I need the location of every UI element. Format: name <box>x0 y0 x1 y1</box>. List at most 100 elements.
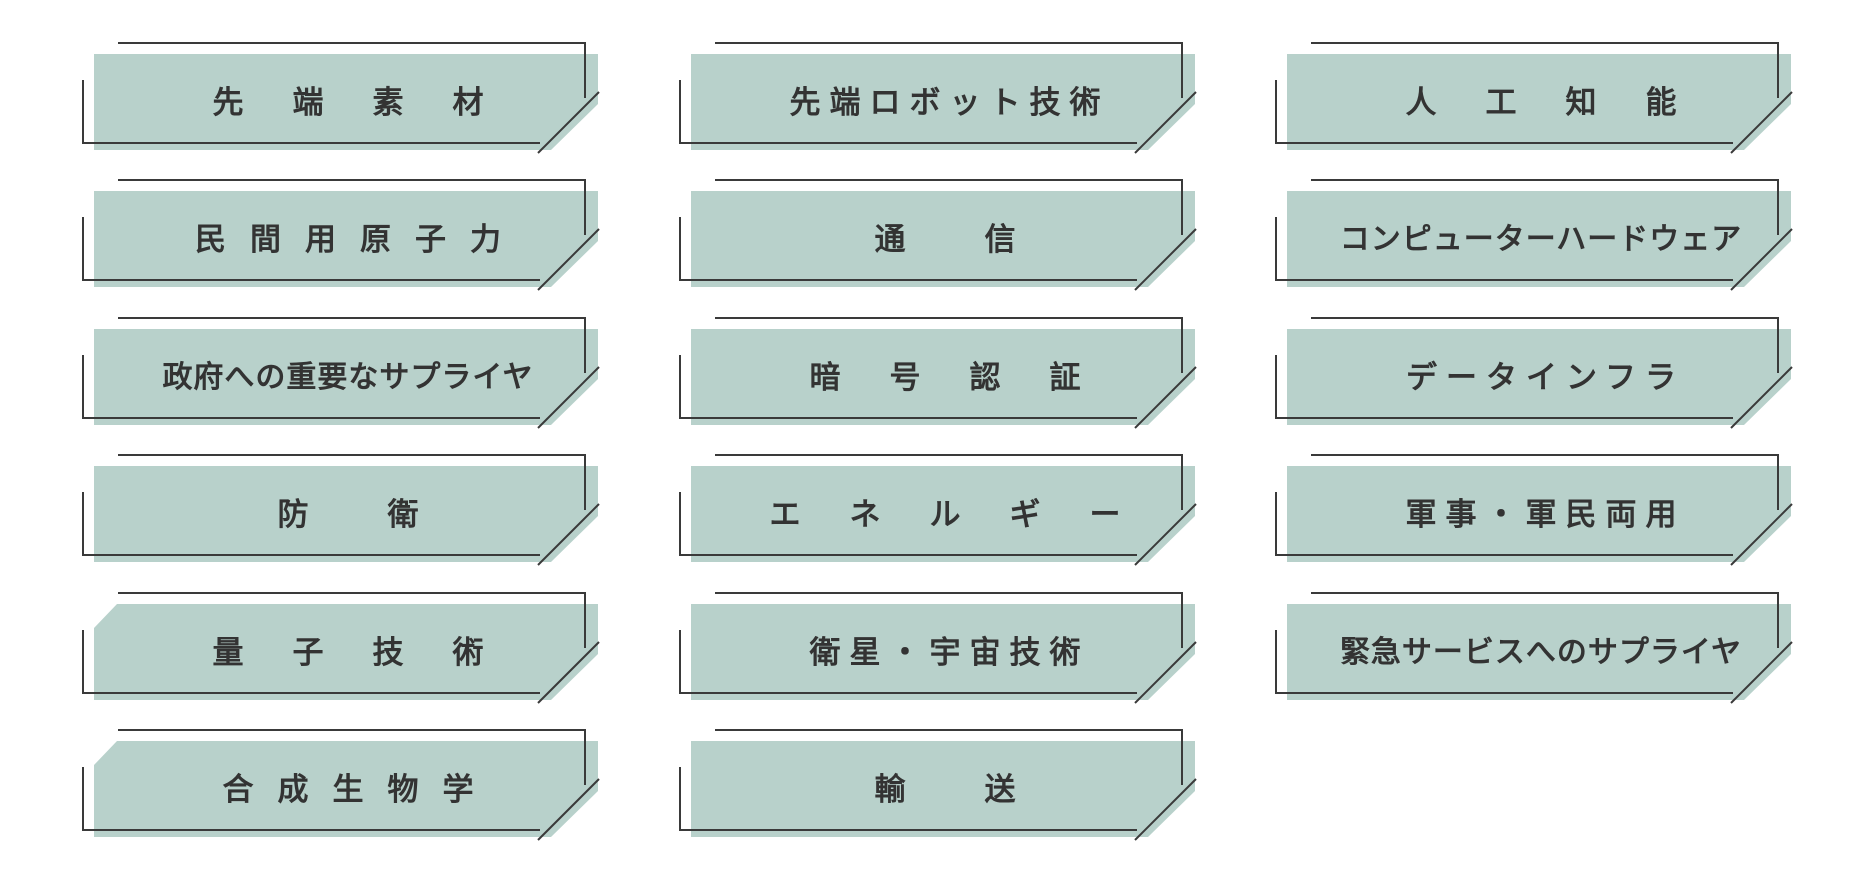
sector-tile: 暗 号 認 証 <box>679 313 1199 429</box>
tile-bottom-border <box>82 217 540 281</box>
tile-corner-slash <box>537 778 600 841</box>
sector-tile: 民間用原子力 <box>82 175 602 291</box>
tile-label: データインフラ <box>1405 359 1686 396</box>
tile-corner-slash <box>1134 641 1197 704</box>
tile-corner-slash <box>1134 366 1197 429</box>
sector-tile: 先端ロボット技術 <box>679 38 1199 154</box>
tile-panel <box>691 604 1195 700</box>
sector-tile: 合成生物学 <box>82 725 602 841</box>
tile-top-border <box>715 317 1183 373</box>
tile-panel <box>1287 54 1791 150</box>
tile-corner-slash <box>537 91 600 154</box>
tile-corner-slash <box>1730 228 1793 291</box>
tile-corner-slash <box>537 641 600 704</box>
tile-bottom-border <box>82 630 540 694</box>
tile-panel <box>691 466 1195 562</box>
tile-label: 先 端 素 材 <box>212 84 493 121</box>
tile-label: 緊急サービスへのサプライヤ <box>1339 635 1743 670</box>
tile-bottom-border <box>82 492 540 556</box>
tile-bottom-border <box>1275 80 1733 144</box>
tile-top-border <box>715 592 1183 648</box>
sector-tile: エ ネ ル ギ ー <box>679 450 1199 566</box>
tile-bottom-border <box>82 355 540 419</box>
tile-corner-slash <box>537 228 600 291</box>
tile-label: 合成生物学 <box>222 771 498 808</box>
tile-bottom-border <box>1275 630 1733 694</box>
tile-top-border <box>1311 317 1779 373</box>
tile-bottom-border <box>679 217 1137 281</box>
tile-label: コンピューターハードウェア <box>1339 222 1743 257</box>
tile-bottom-border <box>679 355 1137 419</box>
tile-panel <box>691 741 1195 837</box>
tile-top-border <box>715 454 1183 510</box>
tile-label: 政府への重要なサプライヤ <box>162 360 534 395</box>
sector-tile: 通 信 <box>679 175 1199 291</box>
tile-frame <box>679 317 1197 429</box>
tile-top-border <box>715 729 1183 785</box>
tile-panel <box>1287 466 1791 562</box>
tile-label: 衛星・宇宙技術 <box>809 634 1090 671</box>
sector-tile: 量 子 技 術 <box>82 588 602 704</box>
tile-panel <box>94 604 598 700</box>
tile-panel <box>691 191 1195 287</box>
tile-panel <box>94 54 598 150</box>
tile-top-border <box>1311 179 1779 235</box>
tile-corner-slash <box>537 366 600 429</box>
tile-corner-slash <box>1134 503 1197 566</box>
tile-corner-slash <box>537 503 600 566</box>
tile-frame <box>82 317 600 429</box>
tile-label: 輸 送 <box>874 771 1040 808</box>
tile-panel <box>94 466 598 562</box>
sector-tile: 衛星・宇宙技術 <box>679 588 1199 704</box>
tile-corner-slash <box>1730 503 1793 566</box>
tile-frame <box>679 179 1197 291</box>
tile-bottom-border <box>679 80 1137 144</box>
tile-panel <box>1287 329 1791 425</box>
tile-frame <box>82 592 600 704</box>
tile-frame <box>1275 42 1793 154</box>
tile-bottom-border <box>1275 217 1733 281</box>
sector-tile: 人 工 知 能 <box>1275 38 1795 154</box>
tile-label: 人 工 知 能 <box>1405 84 1686 121</box>
tile-bottom-border <box>679 492 1137 556</box>
sector-tile: データインフラ <box>1275 313 1795 429</box>
tile-corner-slash <box>1730 641 1793 704</box>
tile-corner-slash <box>1134 778 1197 841</box>
tile-frame <box>1275 317 1793 429</box>
tile-panel <box>691 54 1195 150</box>
tile-label: 防 衛 <box>277 496 443 533</box>
tile-frame <box>82 179 600 291</box>
sector-tile: 政府への重要なサプライヤ <box>82 313 602 429</box>
tile-label: 暗 号 認 証 <box>809 359 1090 396</box>
tile-frame <box>679 42 1197 154</box>
tile-bottom-border <box>1275 492 1733 556</box>
sector-tile: 先 端 素 材 <box>82 38 602 154</box>
tile-label: エ ネ ル ギ ー <box>769 496 1130 533</box>
tile-corner-slash <box>1134 91 1197 154</box>
tile-top-border <box>118 317 586 373</box>
tile-top-border <box>118 454 586 510</box>
sector-tile: 防 衛 <box>82 450 602 566</box>
tile-top-border <box>1311 42 1779 98</box>
tile-label: 通 信 <box>874 221 1040 258</box>
tile-corner-slash <box>1730 91 1793 154</box>
tile-label: 軍事・軍民両用 <box>1405 496 1686 533</box>
tile-label: 量 子 技 術 <box>212 634 493 671</box>
tile-frame <box>679 592 1197 704</box>
tile-frame <box>679 729 1197 841</box>
sector-tile: 輸 送 <box>679 725 1199 841</box>
tile-top-border <box>1311 592 1779 648</box>
tile-bottom-border <box>82 767 540 831</box>
tile-top-border <box>1311 454 1779 510</box>
tile-panel <box>94 191 598 287</box>
tile-frame <box>1275 454 1793 566</box>
tile-bottom-border <box>1275 355 1733 419</box>
tile-bottom-border <box>82 80 540 144</box>
tile-panel <box>691 329 1195 425</box>
sector-tile: コンピューターハードウェア <box>1275 175 1795 291</box>
tile-top-border <box>118 179 586 235</box>
tile-top-border <box>118 729 586 785</box>
tile-frame <box>1275 592 1793 704</box>
sector-tile: 緊急サービスへのサプライヤ <box>1275 588 1795 704</box>
